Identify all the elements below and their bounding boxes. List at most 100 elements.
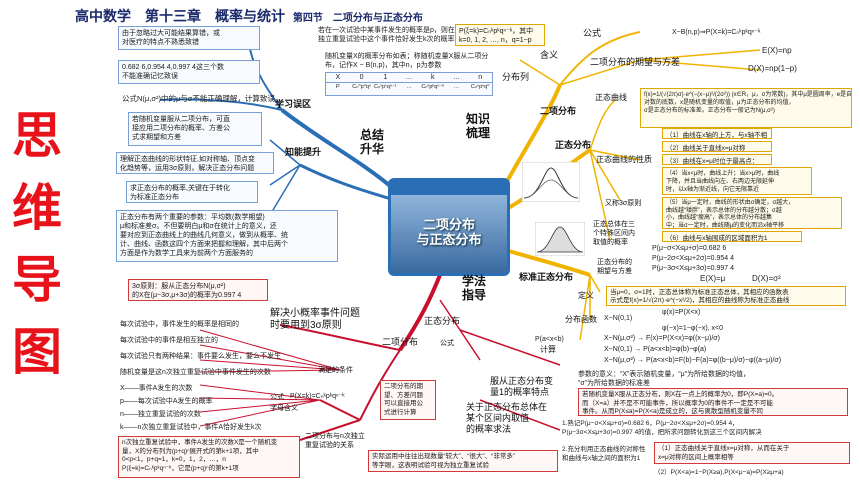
calc-expr: P(a<x<b) xyxy=(535,336,564,343)
conditions-label: 满足的条件 xyxy=(318,367,353,374)
side-title: 思 维 导 图 xyxy=(6,100,68,388)
normal-var: D(X)=σ² xyxy=(752,274,781,283)
prop-item: （4）当x<μ时，曲线上升；当x>μ时，曲线 下降，并且当曲线向左、右两边无限延… xyxy=(662,167,812,195)
compare-text: n次独立重复试验中，事件A发生的次数X是一个随机变 量，X的分布列为(p+q)ⁿ… xyxy=(118,436,300,478)
calc-row: X~N(μ,σ²) → P(a<x<b)=F(b)−F(a)=φ((b−μ)/σ… xyxy=(604,357,782,364)
table-header-cell: X xyxy=(335,74,341,81)
mistakes-label: 学习误区 xyxy=(275,99,312,109)
prop-item: （5）当μ一定时，曲线的形状由σ确定，σ越大， 曲线越“矮胖”，表示总体的分布越… xyxy=(662,197,842,229)
variance-value: D(X)=np(1−p) xyxy=(748,64,797,73)
table-header-cell: … xyxy=(405,74,413,81)
normal-label: 正态分布 xyxy=(555,140,592,150)
center-title-line2: 与正态分布 xyxy=(416,232,482,247)
binomial-intro: 若在一次试验中某事件发生的概率是p，则在n次 独立重复试验中这个事件恰好发生k次… xyxy=(318,27,466,43)
sigma-box: 3σ原则：服从正态分布N(μ,σ²) 的X在(μ−3σ,μ+3σ)的概率为0.9… xyxy=(128,279,268,301)
def-label: 定义 xyxy=(578,291,594,300)
table-caption: 随机变量X的概率分布如表；称随机变量X服从二项分 布，记作X ~ B(n,p)，… xyxy=(325,53,489,69)
prop-item: （2）曲线关于直线x=μ对称 xyxy=(662,141,772,152)
binomial-label: 二项分布 xyxy=(540,106,577,116)
mistake-item: 由于忽略过大可能结果算错，或 对医疗的特点不熟悉致错 xyxy=(118,26,260,50)
skill-item: 正态分布有两个重要的参数：平均数(数学期望) μ和标准差σ。不但要明白μ和σ在统… xyxy=(116,210,338,262)
side-title-char: 思 xyxy=(12,107,62,165)
letters-label: 字母含义 xyxy=(270,405,298,412)
interval-method-item: 1.熟记P(μ−σ<X≤μ+σ)=0.682 6，P(μ−2σ<X≤μ+2σ)=… xyxy=(562,420,762,436)
sym-item: （2）P(X<a)=1−P(X≥a),P(X<μ−a)=P(X≥μ+a) xyxy=(654,469,784,476)
mistake-item: 公式N(μ,σ²)中的μ与σ不能正确理解，计算致误 xyxy=(122,94,275,103)
table-header-row: X 0 1 … k … n xyxy=(326,73,492,83)
branch-summary: 总结 升华 xyxy=(360,128,385,156)
skill-item: 求正态分布的概率,关键在于转化 为标准正态分布 xyxy=(126,181,258,203)
interval-method-item: 2.充分利用正态曲线的对称性 和曲线与x轴之间的面积为1 xyxy=(562,446,646,462)
table-cell: … xyxy=(406,84,412,90)
interval-label: 正态总体在三 个特殊区间内 取值的概率 xyxy=(593,221,635,246)
func-label: 分布函数 xyxy=(565,315,597,324)
table-header-cell: k xyxy=(430,74,435,81)
feature-label: 服从正态分布变 量1的概率特点 xyxy=(490,376,554,397)
sym-item: （1）正态曲线关于直线x=μ对称，从而在关于 x=μ对称的区间上概率相等 xyxy=(654,442,850,464)
table-cell: … xyxy=(453,84,460,90)
prop-item: （1）曲线在x轴的上方，与x轴不相交 xyxy=(662,128,772,139)
table-cell: Cₙⁿpⁿq⁰ xyxy=(470,84,490,90)
binomial-formula: P(ξ=k)=Cₙᵏpᵏqⁿ⁻ᵏ，其中 k=0, 1, 2, …, n，q=1−… xyxy=(455,24,545,46)
letter-item: X——事件A发生的次数 xyxy=(120,385,193,392)
prop-item: （6）曲线与x轴围成的区域面积为1 xyxy=(662,231,802,242)
meaning-label: 含义 xyxy=(540,50,559,60)
func-text: X~N(0,1) xyxy=(604,315,633,322)
formula-value: X~B(n,p)⇒P(X=k)=Cₙᵏpᵏqⁿ⁻ᵏ xyxy=(672,29,761,36)
branch-methods: 学法 指导 xyxy=(462,274,487,302)
mistake-item: 0.682 6,0.954 4,0.997 4这三个数 不能准确记忆致误 xyxy=(118,60,260,84)
skill-item: 若随机变量服从二项分布，可直 接应用二项分布的概率、方差公 式求期望和方差 xyxy=(128,112,262,146)
section-title: 第四节 二项分布与正态分布 xyxy=(292,13,423,24)
letter-item: p——每次试验中A发生的概率 xyxy=(120,398,213,405)
calc-row: X~N(μ,σ²) → F(x)=P(X<x)=φ((x−μ)/σ) xyxy=(604,335,720,342)
props-label: 正态曲线的性质 xyxy=(596,155,652,164)
branch-knowledge: 知识 梳理 xyxy=(466,112,491,140)
interval-item: P(μ−σ<X≤μ+σ)=0.682 6 xyxy=(652,245,727,252)
skills-label: 知能提升 xyxy=(285,147,322,157)
normal-curve-icon xyxy=(522,162,580,202)
prop-item: （3）曲线在x=μ时位于最高点：1/(√(2π)σ) xyxy=(662,154,772,165)
table-cell: P xyxy=(336,84,340,90)
param-note: 参数的意义：“X”表示随机变量，“μ”为所给数据的均值， “σ”为所给数据的标准… xyxy=(578,371,751,387)
center-title-line1: 二项分布 xyxy=(422,217,475,232)
phi-neg: φ(−x)=1−φ(−x), x<0 xyxy=(662,325,724,332)
table-header-cell: … xyxy=(452,74,460,81)
interval-item: P(μ−2σ<X≤μ+2σ)=0.954 4 xyxy=(652,255,735,262)
expect-text: 二项分布的期 望、方差问题 可以直接用公 式进行计算 xyxy=(380,380,436,420)
condition-item: 每次试验中，事件发生的概率是相同的 xyxy=(120,321,239,328)
table-cell: Cₙᵏpᵏqⁿ⁻ᵏ xyxy=(421,84,445,90)
func-value: φ(x)=P(X<x) xyxy=(662,309,701,316)
normal-area-icon xyxy=(535,222,585,256)
methods-formula-label2: 公式 xyxy=(440,340,454,347)
bino-note: 实际运用中往往出现数量“较大”、“很大”、“非常多” 等字眼，这表明试验可视为独… xyxy=(368,450,558,472)
condition-item: 每次试验中的事件是相互独立的 xyxy=(120,337,218,344)
table-row: P Cₙ⁰p⁰qⁿ Cₙ¹p¹qⁿ⁻¹ … Cₙᵏpᵏqⁿ⁻ᵏ … Cₙⁿpⁿq… xyxy=(326,83,492,92)
curve-formula: f(x)=1/(√(2π)σ)·e^(−(x−μ)²/(2σ²)) (x∈R，μ… xyxy=(640,88,852,128)
chapter-title: 高中数学 第十三章 概率与统计 xyxy=(75,8,285,24)
calc-row: X~N(0,1) → P(a<x<b)=φ(b)−φ(a) xyxy=(604,346,707,353)
normal-expect-label: 正态分布的 期望与方差 xyxy=(597,259,632,275)
letter-item: k——n次独立重复试验中，事件A恰好发生k次 xyxy=(120,424,262,431)
compare-label: 二项分布与n次独立 重复试验的关系 xyxy=(305,433,365,449)
methods-formula-label: 公式 xyxy=(270,394,284,401)
interval-item: P(μ−3σ<X≤μ+3σ)=0.997 4 xyxy=(652,265,735,272)
side-title-char: 维 xyxy=(12,179,62,237)
three-sigma-label: 又称3σ原则 xyxy=(605,200,642,207)
side-title-char: 图 xyxy=(12,323,62,381)
curve-label: 正态曲线 xyxy=(595,93,627,102)
table-cell: Cₙ⁰p⁰qⁿ xyxy=(352,84,371,90)
formula-label: 公式 xyxy=(583,28,602,38)
solve-label: 解决小概率事件问题 时要用到3σ原则 xyxy=(270,308,360,331)
page-title: 高中数学 第十三章 概率与统计 第四节 二项分布与正态分布 xyxy=(75,6,423,26)
calc-label: 计算 xyxy=(540,345,556,354)
table-header-cell: 1 xyxy=(383,74,388,81)
distribution-label: 分布列 xyxy=(502,72,530,82)
methods-formula-value: P(X=k)=Cₙᵏpᵏqⁿ⁻ᵏ xyxy=(290,393,345,400)
condition-item: 随机变量是这n次独立重复试验中事件发生的次数 xyxy=(120,369,271,376)
side-title-char: 导 xyxy=(12,251,62,309)
interval-method-label: 关于正态分布总体在 某个区间内取值 的概率求法 xyxy=(466,402,548,434)
methods-binomial-label: 二项分布 xyxy=(382,337,419,347)
methods-normal-label: 正态分布 xyxy=(424,316,461,326)
skill-item: 理解正态曲线的形状特征,如对称轴、顶点变 化趋势等，运用3σ原则，解决正态分布问… xyxy=(116,152,274,174)
